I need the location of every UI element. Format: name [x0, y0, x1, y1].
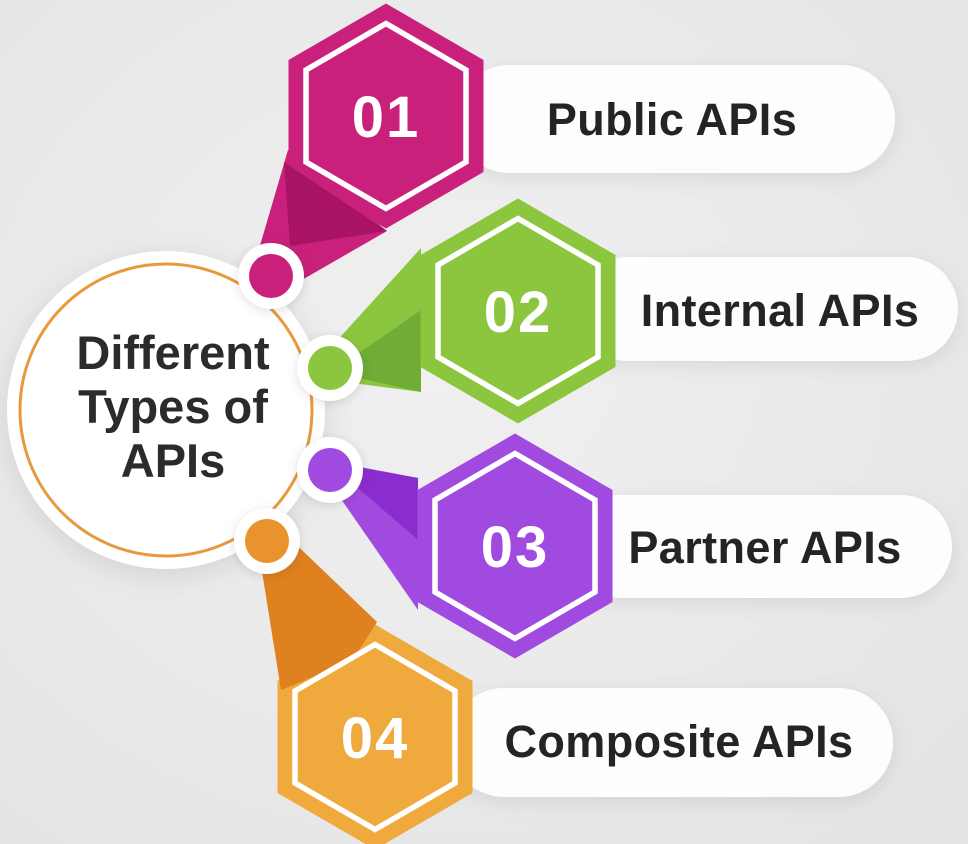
- connector-dot-composite: [245, 519, 289, 563]
- center-ring: [18, 262, 314, 558]
- hexagon-04: [277, 624, 473, 844]
- center-title-line3: APIs: [121, 434, 226, 487]
- connector-dot-internal: [308, 346, 352, 390]
- hexagon-01: [288, 3, 484, 229]
- hexagon-02: [420, 198, 616, 424]
- item-internal: 02: [323, 198, 616, 424]
- label-pill-composite: [450, 688, 893, 797]
- connector-wedge-composite: [256, 529, 377, 690]
- hexagon-01-inner-outline: [303, 20, 469, 212]
- item-label-public: Public APIs: [547, 94, 797, 145]
- item-composite: 04: [256, 529, 473, 844]
- label-pill-partner: [570, 495, 952, 598]
- connector-dot-partner: [308, 448, 352, 492]
- center-hub: Different Types of APIs: [7, 251, 325, 569]
- item-label-composite: Composite APIs: [505, 716, 854, 767]
- label-pill-public: [455, 65, 895, 173]
- item-label-partner: Partner APIs: [628, 522, 901, 573]
- hexagon-04-number: 04: [341, 706, 410, 771]
- hexagon-02-number: 02: [484, 280, 553, 345]
- center-circle: [7, 251, 325, 569]
- connector-fold-public: [284, 162, 387, 246]
- hexagon-04-inner-outline: [292, 641, 458, 833]
- hexagon-03-number: 03: [481, 515, 550, 580]
- hexagon-03-inner-outline: [432, 450, 598, 642]
- label-pill-internal: [575, 257, 958, 361]
- connector-dots: [234, 243, 363, 574]
- center-title-line1: Different: [76, 326, 270, 379]
- label-pills: Public APIs Internal APIs Partner APIs C…: [450, 65, 958, 797]
- connector-dot-public: [249, 254, 293, 298]
- center-title-line2: Types of: [78, 380, 268, 433]
- item-label-internal: Internal APIs: [641, 285, 920, 336]
- hexagon-01-number: 01: [352, 85, 421, 150]
- hexagon-02-inner-outline: [435, 215, 601, 407]
- hexagon-03: [417, 433, 613, 659]
